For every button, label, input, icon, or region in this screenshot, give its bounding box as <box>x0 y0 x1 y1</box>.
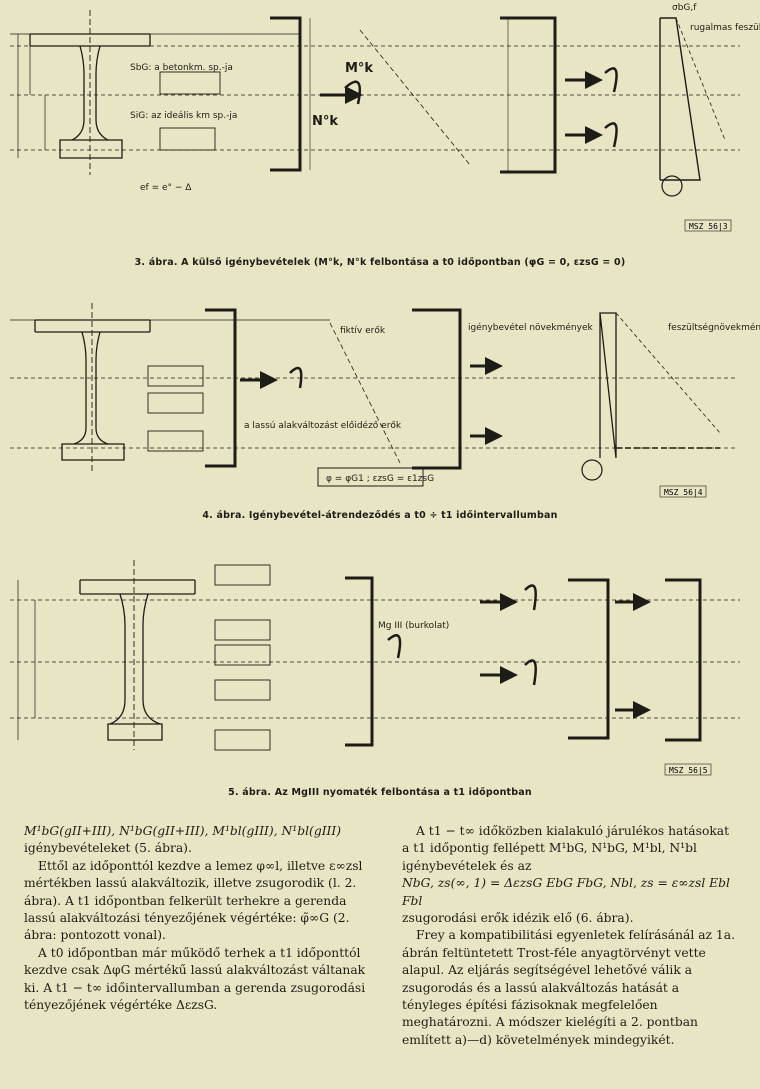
figure-4-drawing: fiktív erők a lassú alakváltozást előidé… <box>10 303 760 498</box>
figure-3: SbG: a betonkm. sp.-ja SiG: az ideális k… <box>0 0 760 268</box>
label-moment: M°k <box>345 61 373 76</box>
left-para-4: A t0 időpontban már működő terhek a t1 i… <box>24 945 366 1013</box>
label-stress: σbG,f <box>672 3 697 13</box>
figure-4-caption: 4. ábra. Igénybevétel-átrendeződés a t0 … <box>202 510 558 521</box>
figure-5-caption: 5. ábra. Az MgIII nyomaték felbontása a … <box>228 787 532 798</box>
svg-text:MSZ 56|3: MSZ 56|3 <box>689 222 728 231</box>
right-column: A t1 − t∞ időközben kialakuló járulékos … <box>402 823 738 1049</box>
left-para-2: igénybevételeket (5. ábra). <box>24 841 192 856</box>
label-lassu: a lassú alakváltozást előidéző erők <box>244 420 402 431</box>
figure-5: Mg III (burkolat) MSZ 56|5 5. ábra. Az M… <box>0 550 760 800</box>
svg-text:MSZ 56|5: MSZ 56|5 <box>669 766 708 775</box>
label-ecc: ef = e° − Δ <box>140 183 192 193</box>
right-para-2: zsugorodási erők idézik elő (6. ábra). <box>402 911 634 926</box>
label-novekmeny: igénybevétel növekmények <box>468 322 593 333</box>
right-para-1: A t1 − t∞ időközben kialakuló járulékos … <box>402 824 730 873</box>
label-fesz-novekmeny: feszültségnövekmények <box>668 322 760 333</box>
stamp-figure-3: MSZ 56|3 <box>684 219 732 232</box>
label-idealis: SiG: az ideális km sp.-ja <box>130 111 237 121</box>
left-para-3: Ettől az időponttól kezdve a lemez φ∞l, … <box>24 858 363 943</box>
figure-4: fiktív erők a lassú alakváltozást előidé… <box>0 288 760 521</box>
right-formula: NbG, zs(∞, 1) = ΔεzsG EbG FbG, Nbl, zs =… <box>402 876 730 908</box>
figure-3-drawing: SbG: a betonkm. sp.-ja SiG: az ideális k… <box>10 3 760 232</box>
stamp-figure-5: MSZ 56|5 <box>664 763 712 776</box>
label-formula: φ = φG1 ; εzsG = ε1zsG <box>326 474 434 484</box>
label-fiktiv: fiktív erők <box>340 326 386 336</box>
label-normal: N°k <box>312 114 338 129</box>
right-para-3: Frey a kompatibilitási egyenletek felírá… <box>402 928 735 1047</box>
label-beton: SbG: a betonkm. sp.-ja <box>130 63 233 73</box>
left-column: M¹bG(gII+III), N¹bG(gII+III), M¹bl(gIII)… <box>24 823 374 1014</box>
label-stress-note: rugalmas feszültségek <box>690 22 760 33</box>
left-para-1: M¹bG(gII+III), N¹bG(gII+III), M¹bl(gIII)… <box>24 824 342 838</box>
figure-3-caption: 3. ábra. A külső igénybevételek (M°k, N°… <box>134 257 626 268</box>
figure-5-drawing: Mg III (burkolat) MSZ 56|5 <box>10 560 740 776</box>
stamp-figure-4: MSZ 56|4 <box>659 485 707 498</box>
bottom-flange <box>59 139 123 159</box>
svg-text:MSZ 56|4: MSZ 56|4 <box>664 488 703 497</box>
label-burkolat: Mg III (burkolat) <box>378 621 449 631</box>
